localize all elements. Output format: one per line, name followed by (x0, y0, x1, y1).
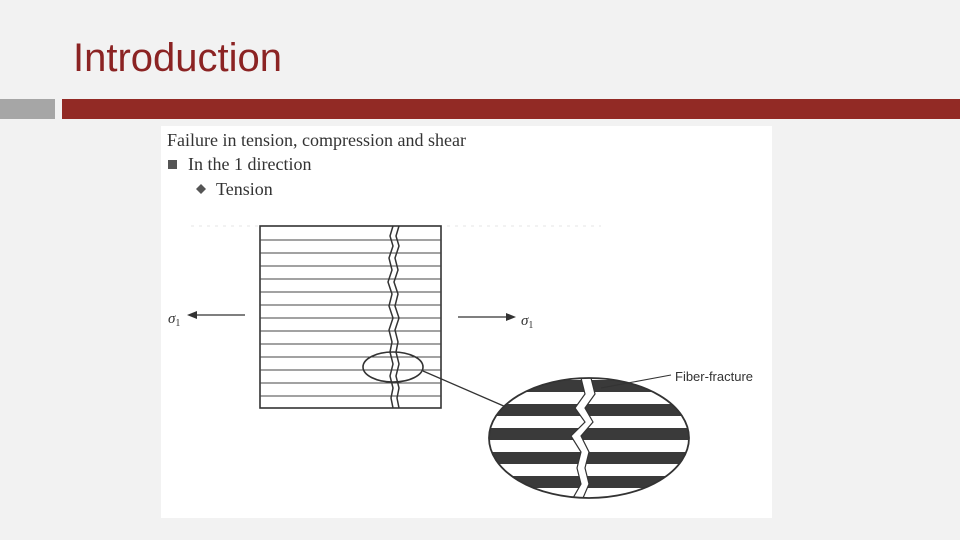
figure-heading: Failure in tension, compression and shea… (167, 130, 466, 150)
fracture-line-left (387, 225, 394, 409)
stress-arrow-right (458, 313, 516, 321)
slide-title: Introduction (73, 36, 283, 80)
diamond-bullet-icon (196, 184, 206, 194)
square-bullet-icon (168, 160, 177, 169)
bullet-tension: Tension (216, 179, 273, 199)
callout-leader-line (600, 374, 672, 389)
laminate-specimen (259, 225, 442, 409)
magnified-oval-outline (488, 377, 690, 499)
magnified-fiber-stripe (489, 404, 689, 416)
fracture-gap (570, 378, 596, 498)
figure-canvas: Failure in tension, compression and shea… (167, 130, 753, 499)
magnification-leader-line (422, 370, 507, 408)
magnified-detail (488, 377, 690, 499)
callout-label: Fiber-fracture (675, 369, 753, 384)
stress-arrow-left (187, 311, 245, 319)
title-divider-red (62, 99, 960, 119)
fiber-fracture-figure: Failure in tension, compression and shea… (161, 126, 772, 518)
detail-region-ellipse (362, 351, 424, 383)
stress-label-right: σ1 (521, 313, 533, 331)
bullet-direction: In the 1 direction (188, 154, 311, 174)
magnified-fiber-stripe (489, 428, 689, 440)
title-divider-gray (0, 99, 55, 119)
stress-label-left: σ1 (168, 311, 180, 329)
magnified-fiber-stripe (489, 452, 689, 464)
fracture-line-right (393, 225, 400, 409)
